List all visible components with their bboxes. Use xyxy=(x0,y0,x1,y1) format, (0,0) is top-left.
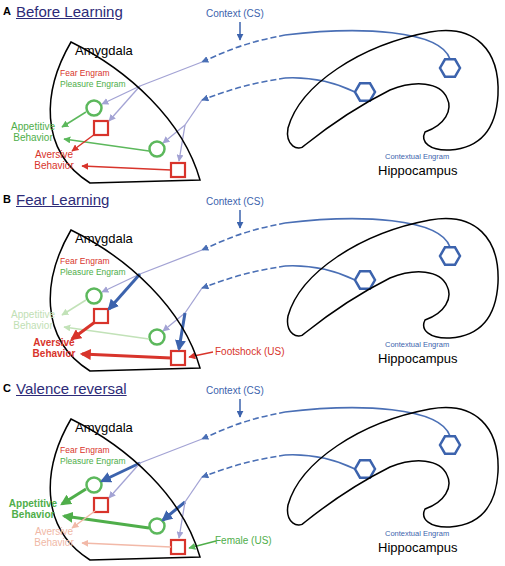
behavior-label: Appetitive Behavior xyxy=(4,498,62,520)
stimulus-label: Context (CS) xyxy=(206,196,264,207)
projection-connector xyxy=(202,412,285,439)
hippocampus-region: Contextual EngramHippocampus xyxy=(285,397,500,559)
region-name: Hippocampus xyxy=(378,164,458,178)
hippocampus-region: Contextual EngramHippocampus xyxy=(285,20,500,182)
projection-connector xyxy=(202,223,285,250)
hippocampus-outline xyxy=(288,219,499,339)
projection-connector xyxy=(202,266,285,288)
engram-key: Contextual Engram xyxy=(385,530,449,538)
hippocampus-outline xyxy=(288,408,499,528)
stimulus-label: Female (US) xyxy=(215,535,272,546)
panel-c-arrows xyxy=(62,463,216,548)
projection-connector xyxy=(202,78,285,100)
engram-key: Pleasure Engram xyxy=(60,457,126,466)
stimulus-label: Context (CS) xyxy=(206,385,264,396)
panel-letter: A xyxy=(3,5,11,17)
panel-art xyxy=(87,22,461,177)
panel-letter: B xyxy=(3,193,11,205)
stimulus-label: Context (CS) xyxy=(206,8,264,19)
appetitive-arrows xyxy=(62,300,149,339)
stimulus-arrow xyxy=(189,352,213,357)
panel-title: Fear Learning xyxy=(16,192,109,209)
fork-branches xyxy=(109,86,185,161)
aversive-arrows xyxy=(72,134,171,170)
region-name: Hippocampus xyxy=(378,541,458,555)
panel-b-arrows xyxy=(62,274,213,358)
panel-title: Valence reversal xyxy=(16,381,127,398)
fork-branches xyxy=(109,274,185,349)
engram-key: Contextual Engram xyxy=(385,341,449,349)
engram-key: Fear Engram xyxy=(60,446,110,455)
engram-key: Contextual Engram xyxy=(385,153,449,161)
engram-key: Pleasure Engram xyxy=(60,268,126,277)
stimulus-label: Footshock (US) xyxy=(215,346,284,357)
region-name: Amygdala xyxy=(75,421,133,435)
behavior-label: Aversive Behavior xyxy=(26,526,82,548)
appetitive-arrows xyxy=(62,112,149,151)
stimulus-arrow xyxy=(189,541,216,548)
region-name: Amygdala xyxy=(75,44,133,58)
behavior-label: Appetitive Behavior xyxy=(4,309,62,331)
region-name: Amygdala xyxy=(75,232,133,246)
panel-art xyxy=(87,210,461,365)
engram-key: Pleasure Engram xyxy=(60,80,126,89)
appetitive-arrows xyxy=(62,489,149,528)
panel-art xyxy=(87,399,461,554)
projection-connector xyxy=(202,35,285,62)
hippocampus-region: Contextual EngramHippocampus xyxy=(285,208,500,370)
region-name: Hippocampus xyxy=(378,352,458,366)
aversive-arrows xyxy=(72,322,171,358)
engram-key: Fear Engram xyxy=(60,257,110,266)
panel-title: Before Learning xyxy=(16,4,123,21)
behavior-label: Appetitive Behavior xyxy=(4,121,62,143)
hippocampus-outline xyxy=(288,31,499,151)
engram-key: Fear Engram xyxy=(60,69,110,78)
panel-letter: C xyxy=(3,382,11,394)
aversive-arrows xyxy=(72,511,171,547)
behavior-label: Aversive Behavior xyxy=(26,149,82,171)
behavior-label: Aversive Behavior xyxy=(26,337,82,359)
projection-connector xyxy=(202,455,285,477)
panel-a-arrows xyxy=(62,86,185,170)
